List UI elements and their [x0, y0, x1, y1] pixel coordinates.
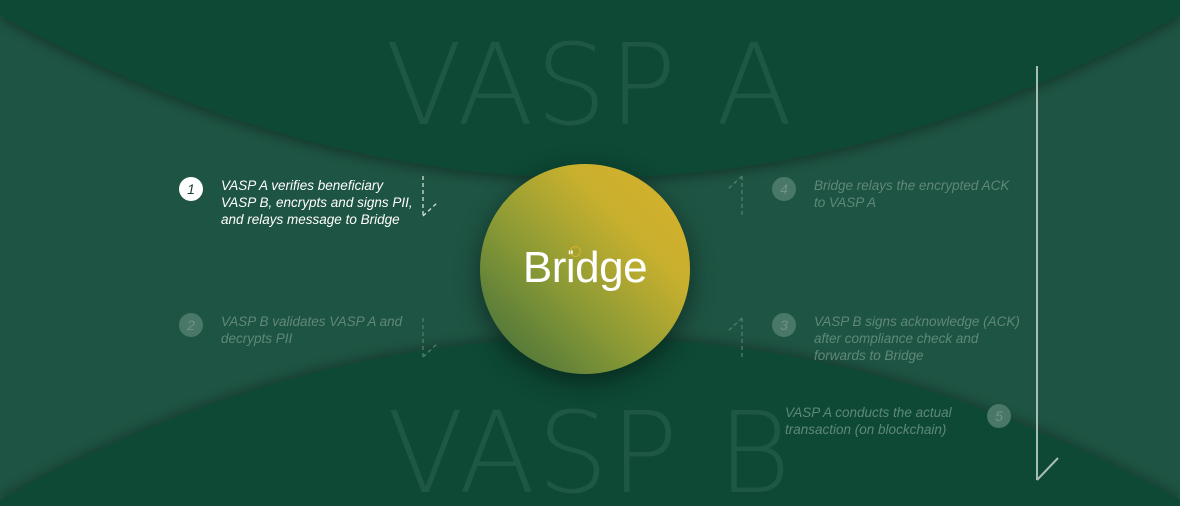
connector-step2 [422, 318, 439, 358]
timeline-arrow [1036, 66, 1059, 481]
step-1-number: 1 [179, 177, 203, 201]
vasp-b-region [0, 337, 1180, 506]
step-3: 3 VASP B signs acknowledge (ACK) after c… [772, 313, 1022, 364]
step-5-text: VASP A conducts the actual transaction (… [785, 405, 952, 437]
step-2-text: VASP B validates VASP A and decrypts PII [221, 314, 403, 346]
step-4-text: Bridge relays the encrypted ACK to VASP … [814, 178, 1010, 210]
bridge-logo-text: Bridge [522, 243, 648, 292]
connector-step3 [726, 317, 743, 357]
step-1-text: VASP A verifies beneficiary VASP B, encr… [221, 178, 413, 227]
vasp-b-heading: VASP B [387, 389, 793, 506]
step-3-number: 3 [772, 313, 796, 337]
step-3-text: VASP B signs acknowledge (ACK) after com… [814, 314, 1020, 363]
step-1: 1 VASP A verifies beneficiary VASP B, en… [179, 177, 419, 228]
step-4-number: 4 [772, 177, 796, 201]
connector-step4 [726, 175, 743, 216]
step-2-number: 2 [179, 313, 203, 337]
step-5: VASP A conducts the actual transaction (… [785, 404, 1015, 438]
connector-step1 [422, 176, 439, 217]
vasp-a-heading: VASP A [385, 21, 795, 151]
step-4: 4 Bridge relays the encrypted ACK to VAS… [772, 177, 1012, 211]
step-5-number: 5 [987, 404, 1011, 428]
vasp-a-region [0, 0, 1180, 178]
bridge-logo-dot-icon [570, 246, 581, 257]
bridge-node: Bridge [480, 164, 690, 374]
step-2: 2 VASP B validates VASP A and decrypts P… [179, 313, 419, 347]
